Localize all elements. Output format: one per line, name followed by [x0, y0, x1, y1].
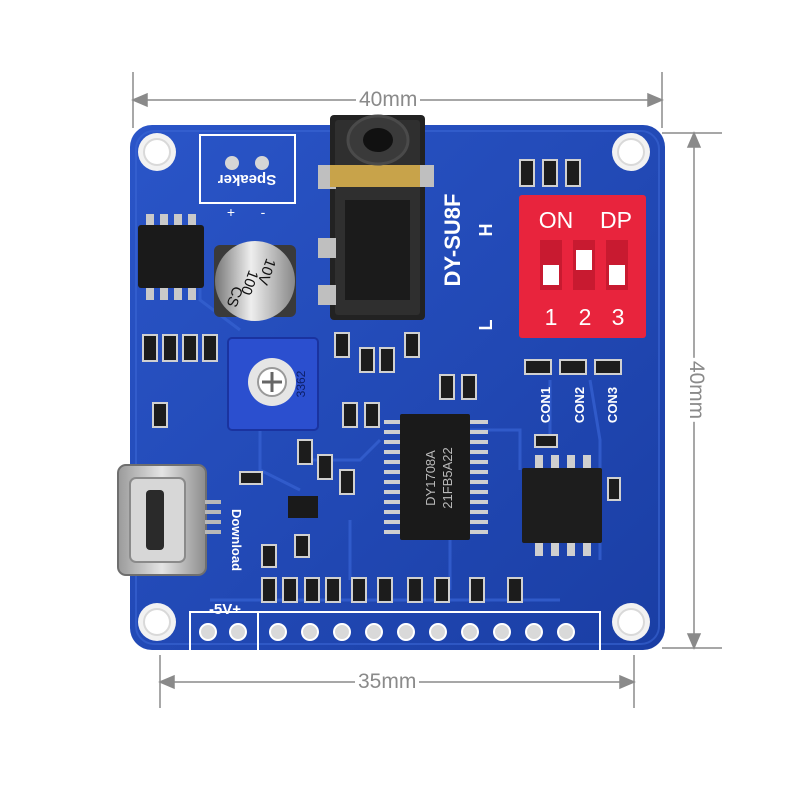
dip-number-2: 2 — [579, 304, 592, 330]
audio-jack — [318, 114, 434, 320]
download-label: Download — [229, 509, 244, 571]
amplifier-ic — [138, 214, 204, 300]
potentiometer: 3362 — [227, 337, 319, 431]
header-pins — [189, 611, 601, 653]
speaker-label: Speaker — [218, 171, 277, 188]
pot-label: 3362 — [294, 370, 308, 397]
dip-number-1: 1 — [545, 304, 558, 330]
h-label: H — [476, 224, 496, 237]
model-label: DY-SU8F — [440, 194, 465, 287]
minus-sign: - — [261, 204, 266, 220]
dip-switch: ON DP 1 2 3 — [519, 195, 646, 338]
dip-number-3: 3 — [612, 304, 625, 330]
l-label: L — [476, 320, 496, 331]
dip-dp-label: DP — [600, 207, 632, 233]
micro-usb-port — [117, 464, 221, 576]
main-chip: DY1708A 21FB5A22 — [384, 414, 488, 540]
main-chip-marking-2: 21FB5A22 — [440, 447, 455, 508]
dimension-top-label: 40mm — [356, 88, 421, 112]
con-label-2: CON2 — [572, 387, 587, 423]
capacitor-brand: CS — [223, 284, 246, 309]
con-label-3: CON3 — [605, 387, 620, 423]
dimension-bottom-label: 35mm — [355, 670, 420, 694]
power-label: -5V+ — [209, 601, 241, 618]
speaker-connector: Speaker + - — [199, 134, 296, 220]
mounting-holes — [138, 133, 650, 641]
flash-chip — [522, 455, 602, 556]
dip-on-label: ON — [539, 207, 574, 233]
main-chip-marking-1: DY1708A — [423, 450, 438, 506]
smd-components — [142, 159, 622, 603]
plus-sign: + — [227, 204, 235, 220]
electrolytic-capacitor: 100 10V CS — [214, 241, 296, 321]
con-label-1: CON1 — [538, 387, 553, 423]
dimension-right-label: 40mm — [684, 357, 709, 423]
